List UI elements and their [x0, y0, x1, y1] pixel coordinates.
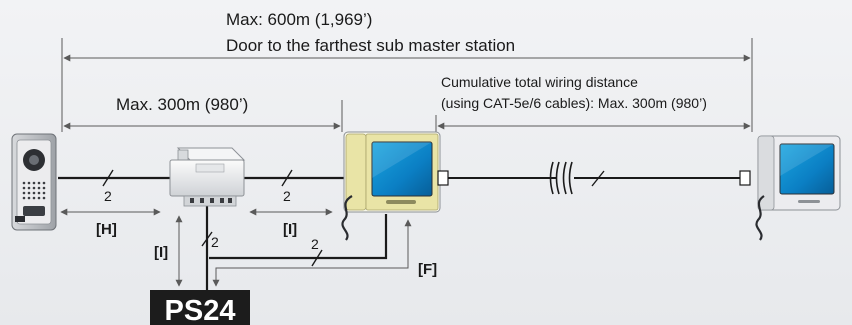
dimension-cumulative: Cumulative total wiring distance (using … — [435, 74, 751, 132]
segment-I-right-label: [I] — [283, 221, 297, 238]
wires — [58, 176, 740, 292]
power-supply: PS24 — [150, 290, 250, 325]
cumulative-line1-label: Cumulative total wiring distance — [441, 74, 638, 90]
dimension-600m: Max: 600m (1,969’) Door to the farthest … — [61, 10, 753, 132]
segment-I-left: [I] — [154, 215, 183, 287]
power-supply-label: PS24 — [165, 295, 236, 325]
max-300-label: Max. 300m (980’) — [116, 95, 248, 114]
wire-count-marks: 2 2 2 2 — [102, 169, 323, 267]
segment-I-left-label: [I] — [154, 244, 168, 261]
max-total-desc-label: Door to the farthest sub master station — [226, 36, 515, 55]
wire-break-icon — [549, 161, 605, 195]
wire-count-master-power: 2 — [311, 236, 319, 252]
segment-H: [H] — [60, 208, 161, 238]
door-station-icon — [11, 133, 57, 231]
segment-I-right: [I] — [249, 208, 333, 238]
segment-F: [F] — [212, 219, 437, 287]
max-total-label: Max: 600m (1,969’) — [226, 10, 372, 29]
sub-master-station-icon — [739, 135, 841, 241]
wire-count-adaptor-power: 2 — [211, 234, 219, 250]
wire-count-adaptor-master: 2 — [283, 188, 291, 204]
segment-F-label: [F] — [418, 261, 437, 278]
master-station-icon — [341, 131, 449, 241]
wire-count-door-adaptor: 2 — [104, 188, 112, 204]
segment-H-label: [H] — [96, 221, 117, 238]
cumulative-line2-label: (using CAT-5e/6 cables): Max. 300m (980’… — [441, 95, 707, 111]
dimension-300m: Max. 300m (980’) — [63, 95, 343, 132]
adaptor-icon — [169, 147, 246, 207]
